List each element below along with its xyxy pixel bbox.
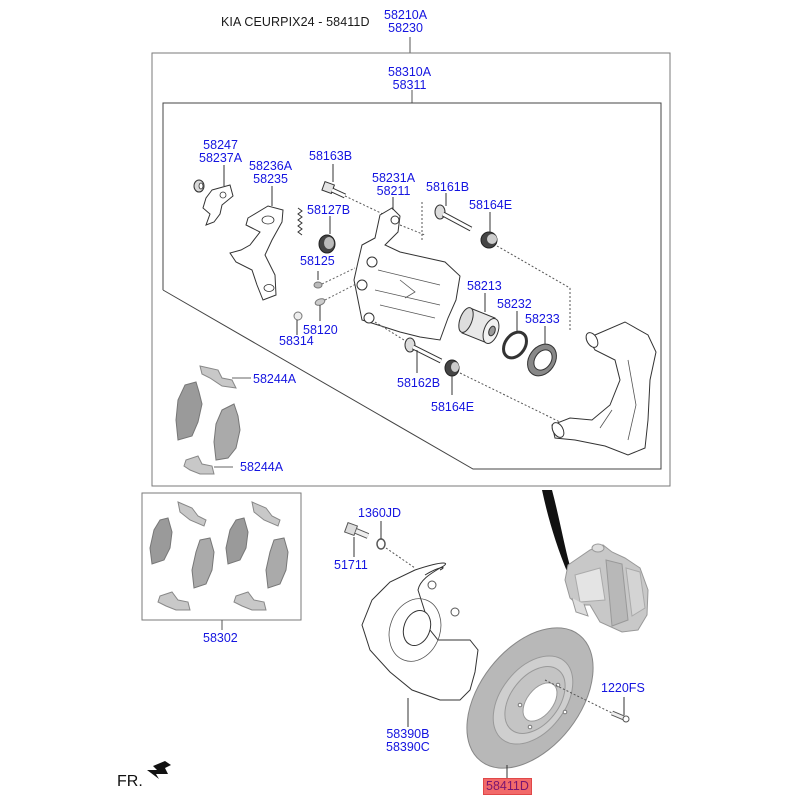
spring-58127B (297, 207, 303, 236)
part-label-58247[interactable]: 58247 58237A (199, 138, 243, 165)
part-label-58164E-bottom[interactable]: 58164E (431, 400, 475, 414)
inner-frame (162, 102, 662, 470)
piston-58213 (458, 307, 500, 344)
part-label-58411D-highlighted[interactable]: 58411D (483, 778, 532, 795)
part-label-58244A-bottom[interactable]: 58244A (240, 460, 284, 474)
brake-disc-58411D (466, 627, 594, 769)
part-label-58236A[interactable]: 58236A 58235 (249, 159, 293, 186)
boot-58233 (527, 343, 557, 377)
caliper-assembled-image (564, 543, 649, 633)
bracket-58236A (229, 205, 284, 301)
dash-housing-top (399, 224, 426, 236)
part-label-58310A[interactable]: 58310A 58311 (388, 65, 432, 92)
boot-58164E-bottom (444, 359, 460, 377)
part-label-58244A-top[interactable]: 58244A (253, 372, 297, 386)
bleeder-58125 (313, 281, 323, 289)
diagram-title: KIA CEURPIX24 - 58411D (221, 15, 370, 29)
screw-1220FS (611, 710, 630, 723)
bushing-58247 (193, 179, 205, 193)
front-direction-label: FR. (117, 773, 143, 790)
plug-58120 (314, 298, 326, 306)
pad-kit-parts (149, 501, 289, 611)
brake-pad-inner (175, 381, 203, 441)
part-label-58232[interactable]: 58232 (497, 297, 532, 311)
cap-58314 (293, 311, 303, 321)
part-label-58127B[interactable]: 58127B (307, 203, 351, 217)
bracket-58237A (202, 184, 234, 226)
part-label-1220FS[interactable]: 1220FS (601, 681, 645, 695)
outer-frame (151, 52, 671, 487)
carrier-bracket (551, 321, 657, 456)
part-label-58125[interactable]: 58125 (300, 254, 335, 268)
part-label-58162B[interactable]: 58162B (397, 376, 441, 390)
pin-58161B (434, 204, 473, 232)
arrow-front-left-icon (147, 761, 171, 779)
washer-1360JD (376, 538, 386, 550)
dust-cover-58390B (361, 562, 479, 701)
part-label-58163B[interactable]: 58163B (309, 149, 353, 163)
bolt-58163B (321, 180, 347, 199)
callout-arrow (542, 490, 572, 574)
dash-1220FS (544, 679, 613, 714)
shim-58244A-bottom (183, 455, 215, 475)
brake-pad-outer (213, 403, 241, 461)
pin-58162B (404, 337, 443, 364)
part-label-58231A[interactable]: 58231A 58211 (372, 171, 416, 198)
part-label-58161B[interactable]: 58161B (426, 180, 470, 194)
part-label-1360JD[interactable]: 1360JD (358, 506, 402, 520)
bolt-51711 (343, 521, 370, 539)
part-label-58210A[interactable]: 58210A 58230 (384, 8, 428, 35)
shim-58244A-top (199, 365, 237, 389)
cap-58127B (318, 234, 336, 254)
part-label-58233[interactable]: 58233 (525, 312, 560, 326)
seal-58232 (502, 330, 528, 360)
dash-58163B (344, 195, 386, 216)
part-label-58314[interactable]: 58314 (279, 334, 314, 348)
part-label-58120[interactable]: 58120 (303, 323, 338, 337)
part-label-58164E-top[interactable]: 58164E (469, 198, 513, 212)
part-label-58390B[interactable]: 58390B 58390C (386, 727, 430, 754)
boot-58164E-top (480, 231, 498, 249)
part-label-58213[interactable]: 58213 (467, 279, 502, 293)
part-label-51711[interactable]: 51711 (334, 558, 368, 572)
caliper-housing-58231A (353, 207, 461, 341)
part-label-58302[interactable]: 58302 (203, 631, 238, 645)
